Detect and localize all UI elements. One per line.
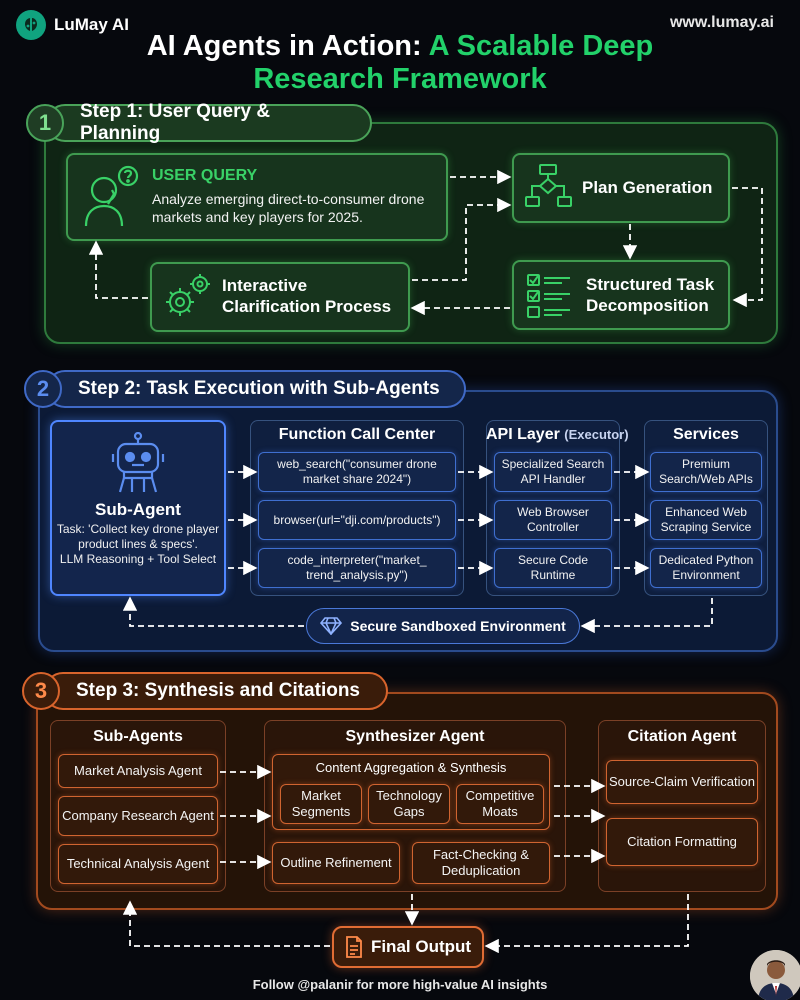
market-segments: Market Segments bbox=[280, 784, 362, 824]
secure-code-runtime: Secure Code Runtime bbox=[494, 548, 612, 588]
footer-text: Follow @palanir for more high-value AI i… bbox=[252, 977, 548, 992]
user-query-title: USER QUERY bbox=[152, 167, 258, 184]
plan-generation-box bbox=[512, 153, 730, 223]
final-output-label: Final Output bbox=[370, 937, 472, 956]
sub-agent-task-text: Task: 'Collect key drone player product … bbox=[56, 522, 220, 551]
title-green-1: A Scalable Deep bbox=[428, 30, 654, 62]
sub-agent-task: Task: 'Collect key drone player product … bbox=[52, 522, 224, 567]
api-layer-title: API Layer (Executor) bbox=[486, 426, 629, 444]
aggregation-title: Content Aggregation & Synthesis bbox=[315, 760, 507, 775]
fact-checking: Fact-Checking & Deduplication bbox=[412, 842, 550, 884]
step2-number: 2 bbox=[24, 370, 62, 408]
gears-icon bbox=[160, 270, 214, 329]
site-url[interactable]: www.lumay.ai bbox=[669, 14, 774, 31]
title-green-2: Research Framework bbox=[253, 63, 547, 95]
sub-agents-title: Sub-Agents bbox=[93, 728, 183, 745]
search-api-handler: Specialized Search API Handler bbox=[494, 452, 612, 492]
checklist-icon bbox=[526, 272, 574, 325]
source-claim-verification: Source-Claim Verification bbox=[606, 760, 758, 804]
person-avatar-icon bbox=[750, 950, 800, 1000]
structured-line1: Structured Task bbox=[586, 275, 715, 294]
services-title: Services bbox=[673, 426, 739, 443]
diamond-icon bbox=[320, 617, 343, 635]
web-browser-controller: Web Browser Controller bbox=[494, 500, 612, 540]
python-environment: Dedicated Python Environment bbox=[650, 548, 762, 588]
synthesizer-agent-title: Synthesizer Agent bbox=[345, 728, 485, 745]
code-interpreter-call: code_interpreter("market_ trend_analysis… bbox=[258, 548, 456, 588]
step1-number: 1 bbox=[26, 104, 64, 142]
outline-refinement: Outline Refinement bbox=[272, 842, 400, 884]
flowchart-icon bbox=[524, 163, 576, 218]
api-layer-label: API Layer bbox=[486, 426, 560, 443]
company-research-agent: Company Research Agent bbox=[58, 796, 218, 836]
function-call-center-title: Function Call Center bbox=[278, 426, 436, 443]
sub-agent-reasoning: LLM Reasoning + Tool Select bbox=[59, 552, 217, 566]
step2-title: Step 2: Task Execution with Sub-Agents bbox=[46, 370, 466, 408]
plan-generation-label: Plan Generation bbox=[582, 178, 713, 197]
step3-number: 3 bbox=[22, 672, 60, 710]
sub-agent-title: Sub-Agent bbox=[95, 500, 181, 519]
interactive-line2: Clarification Process bbox=[222, 297, 392, 316]
api-layer-suffix: (Executor) bbox=[564, 427, 629, 442]
interactive-clarification-label: Interactive Clarification Process bbox=[222, 275, 391, 317]
page-title: AI Agents in Action: A Scalable Deep Res… bbox=[0, 30, 800, 96]
final-output-button[interactable]: Final Output bbox=[332, 926, 484, 968]
document-icon bbox=[346, 936, 362, 958]
sandbox-badge: Secure Sandboxed Environment bbox=[306, 608, 580, 644]
web-search-call: web_search("consumer drone market share … bbox=[258, 452, 456, 492]
competitive-moats: Competitive Moats bbox=[456, 784, 544, 824]
technology-gaps: Technology Gaps bbox=[368, 784, 450, 824]
sub-agent-card bbox=[50, 420, 226, 596]
step3-title: Step 3: Synthesis and Citations bbox=[44, 672, 388, 710]
avatar[interactable] bbox=[750, 950, 800, 1000]
brand[interactable]: LuMay AI bbox=[16, 10, 129, 40]
premium-search-apis: Premium Search/Web APIs bbox=[650, 452, 762, 492]
interactive-clarification-box bbox=[150, 262, 410, 332]
user-query-text: Analyze emerging direct-to-consumer dron… bbox=[152, 191, 425, 225]
market-analysis-agent: Market Analysis Agent bbox=[58, 754, 218, 788]
interactive-line1: Interactive bbox=[222, 276, 308, 295]
step1-title: Step 1: User Query & Planning bbox=[46, 101, 372, 144]
thinking-person-icon bbox=[78, 164, 144, 235]
structured-task-label: Structured Task Decomposition bbox=[586, 274, 714, 316]
web-scraping-service: Enhanced Web Scraping Service bbox=[650, 500, 762, 540]
browser-call: browser(url="dji.com/products") bbox=[258, 500, 456, 540]
technical-analysis-agent: Technical Analysis Agent bbox=[58, 844, 218, 884]
citation-agent-title: Citation Agent bbox=[627, 728, 737, 745]
robot-icon bbox=[110, 431, 166, 499]
brain-logo-icon bbox=[16, 10, 46, 40]
sandbox-label: Secure Sandboxed Environment bbox=[350, 618, 566, 634]
structured-line2: Decomposition bbox=[586, 296, 709, 315]
brand-name: LuMay AI bbox=[54, 15, 129, 34]
title-white: AI Agents in Action: bbox=[146, 30, 429, 62]
citation-formatting: Citation Formatting bbox=[606, 818, 758, 866]
